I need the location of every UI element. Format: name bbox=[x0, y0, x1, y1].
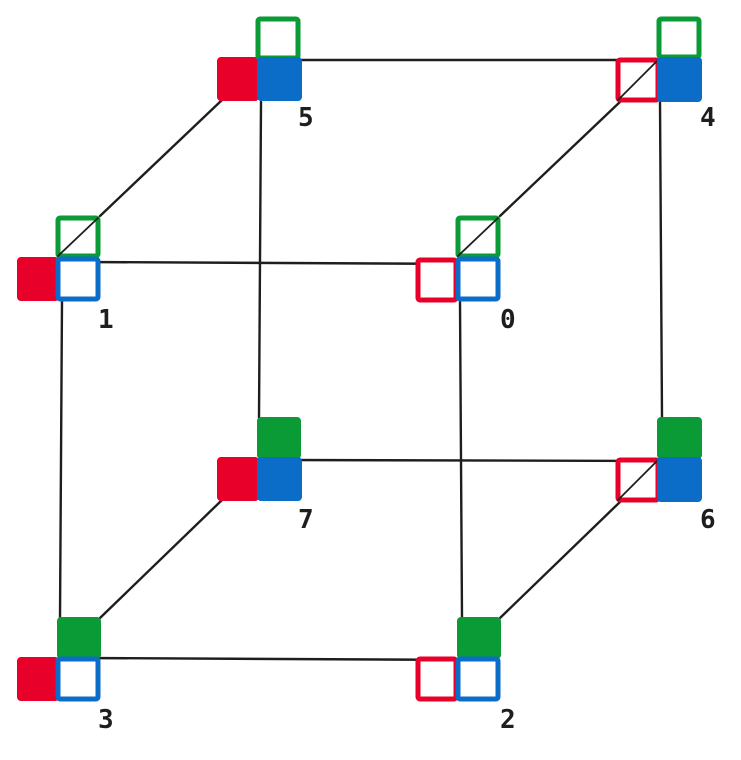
red-square-filled bbox=[217, 457, 259, 501]
vertex-label-6: 6 bbox=[700, 505, 716, 535]
green-square-outline bbox=[656, 16, 702, 60]
blue-square-filled bbox=[657, 457, 702, 502]
vertex-label-7: 7 bbox=[298, 505, 314, 535]
vertex-3: 3 bbox=[17, 617, 114, 735]
vertex-label-2: 2 bbox=[500, 705, 516, 735]
red-square-filled bbox=[217, 57, 259, 101]
diagonal-stroke bbox=[617, 459, 659, 501]
green-square-filled bbox=[57, 617, 101, 659]
blue-square-filled bbox=[257, 57, 302, 101]
vertex-label-4: 4 bbox=[700, 103, 716, 133]
blue-square-filled bbox=[257, 457, 302, 501]
red-square-outline bbox=[415, 656, 459, 702]
diagonal-stroke bbox=[57, 217, 99, 257]
cube-edges bbox=[58, 58, 682, 662]
edge-1-3 bbox=[58, 298, 64, 620]
edge-0-2 bbox=[458, 300, 464, 620]
vertex-1: 1 bbox=[17, 215, 114, 335]
vertex-label-3: 3 bbox=[98, 705, 114, 735]
vertex-7: 7 bbox=[217, 417, 314, 535]
vertex-label-1: 1 bbox=[98, 305, 114, 335]
vertex-5: 5 bbox=[217, 16, 314, 133]
blue-square-outline bbox=[455, 256, 501, 302]
blue-square-outline bbox=[55, 656, 101, 702]
red-square-filled bbox=[17, 257, 59, 301]
edge-2-6 bbox=[498, 498, 624, 620]
green-square-outline bbox=[255, 16, 301, 61]
edge-3-7 bbox=[98, 498, 224, 620]
edge-5-7 bbox=[257, 100, 263, 420]
red-square-filled bbox=[17, 657, 59, 701]
green-square-filled bbox=[257, 417, 301, 459]
edge-4-6 bbox=[658, 100, 664, 420]
diagonal-stroke bbox=[457, 217, 499, 257]
vertex-label-0: 0 bbox=[500, 305, 516, 335]
blue-square-outline bbox=[455, 656, 501, 702]
green-square-filled bbox=[457, 617, 501, 659]
diagonal-stroke bbox=[617, 59, 659, 101]
blue-square-outline bbox=[55, 256, 101, 302]
vertex-4: 4 bbox=[615, 16, 716, 133]
blue-square-filled bbox=[657, 57, 702, 102]
edge-1-5 bbox=[98, 98, 224, 218]
vertex-0: 0 bbox=[415, 215, 516, 335]
vertex-label-5: 5 bbox=[298, 103, 314, 133]
edge-0-4 bbox=[498, 98, 624, 218]
vertex-6: 6 bbox=[615, 417, 716, 535]
edge-7-6 bbox=[278, 458, 682, 463]
vertex-2: 2 bbox=[415, 617, 516, 735]
edge-1-0 bbox=[78, 260, 482, 266]
red-square-outline bbox=[415, 257, 459, 303]
edge-3-2 bbox=[78, 656, 482, 662]
green-square-filled bbox=[657, 417, 702, 459]
